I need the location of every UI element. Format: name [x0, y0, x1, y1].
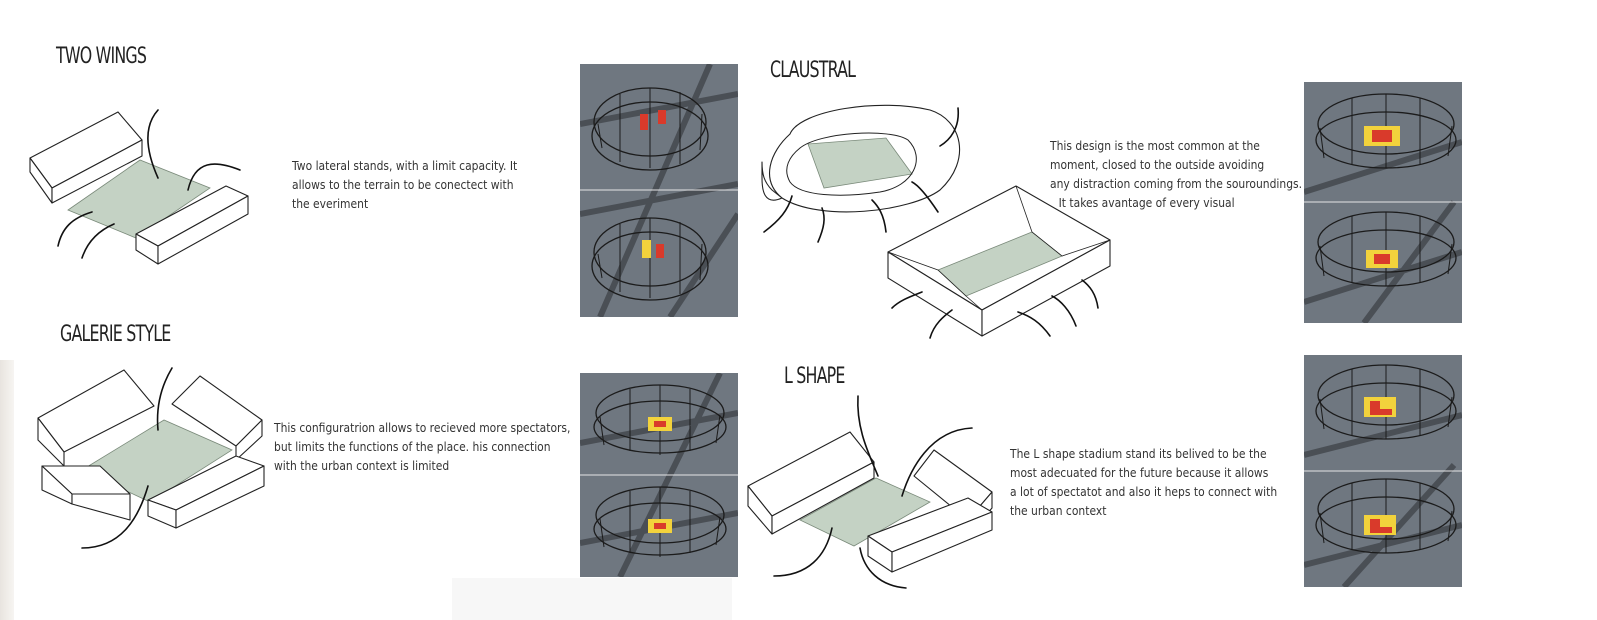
two-wings-description: Two lateral stands, with a limit capacit… — [292, 158, 518, 211]
two-wings-arrow — [147, 109, 159, 179]
galerie-style-render-panel — [580, 373, 738, 577]
l-shape-arrow — [857, 395, 879, 477]
two-wings-render-image — [580, 64, 738, 317]
galerie-style-render-image — [580, 373, 738, 577]
l-shape-render-image — [1304, 355, 1462, 587]
claustral-title: CLAUSTRAL — [770, 58, 856, 83]
claustral-arrow — [939, 107, 960, 147]
galerie-style-title: GALERIE STYLE — [60, 322, 171, 347]
l-shape-render-panel — [1304, 355, 1462, 587]
galerie-style-description: This configuratrion allows to recieved m… — [274, 420, 571, 473]
l-shape-title: L SHAPE — [784, 364, 845, 389]
l-shape-description: The L shape stadium stand its belived to… — [1010, 446, 1278, 518]
claustral-render-panel — [1304, 82, 1462, 323]
galerie-style-diagram — [37, 367, 265, 549]
two-wings-title: TWO WINGS — [56, 44, 147, 69]
claustral-render-image — [1304, 82, 1462, 323]
claustral-description: This design is the most common at the mo… — [1050, 138, 1303, 210]
faint-background-patch — [452, 578, 732, 620]
galerie-arrow — [156, 367, 173, 431]
two-wings-field — [67, 159, 211, 239]
page-edge-shadow — [0, 360, 14, 620]
l-shape-diagram — [747, 395, 993, 589]
two-wings-diagram — [29, 109, 249, 265]
two-wings-render-panel — [580, 64, 738, 317]
claustral-diagram — [761, 104, 1111, 339]
